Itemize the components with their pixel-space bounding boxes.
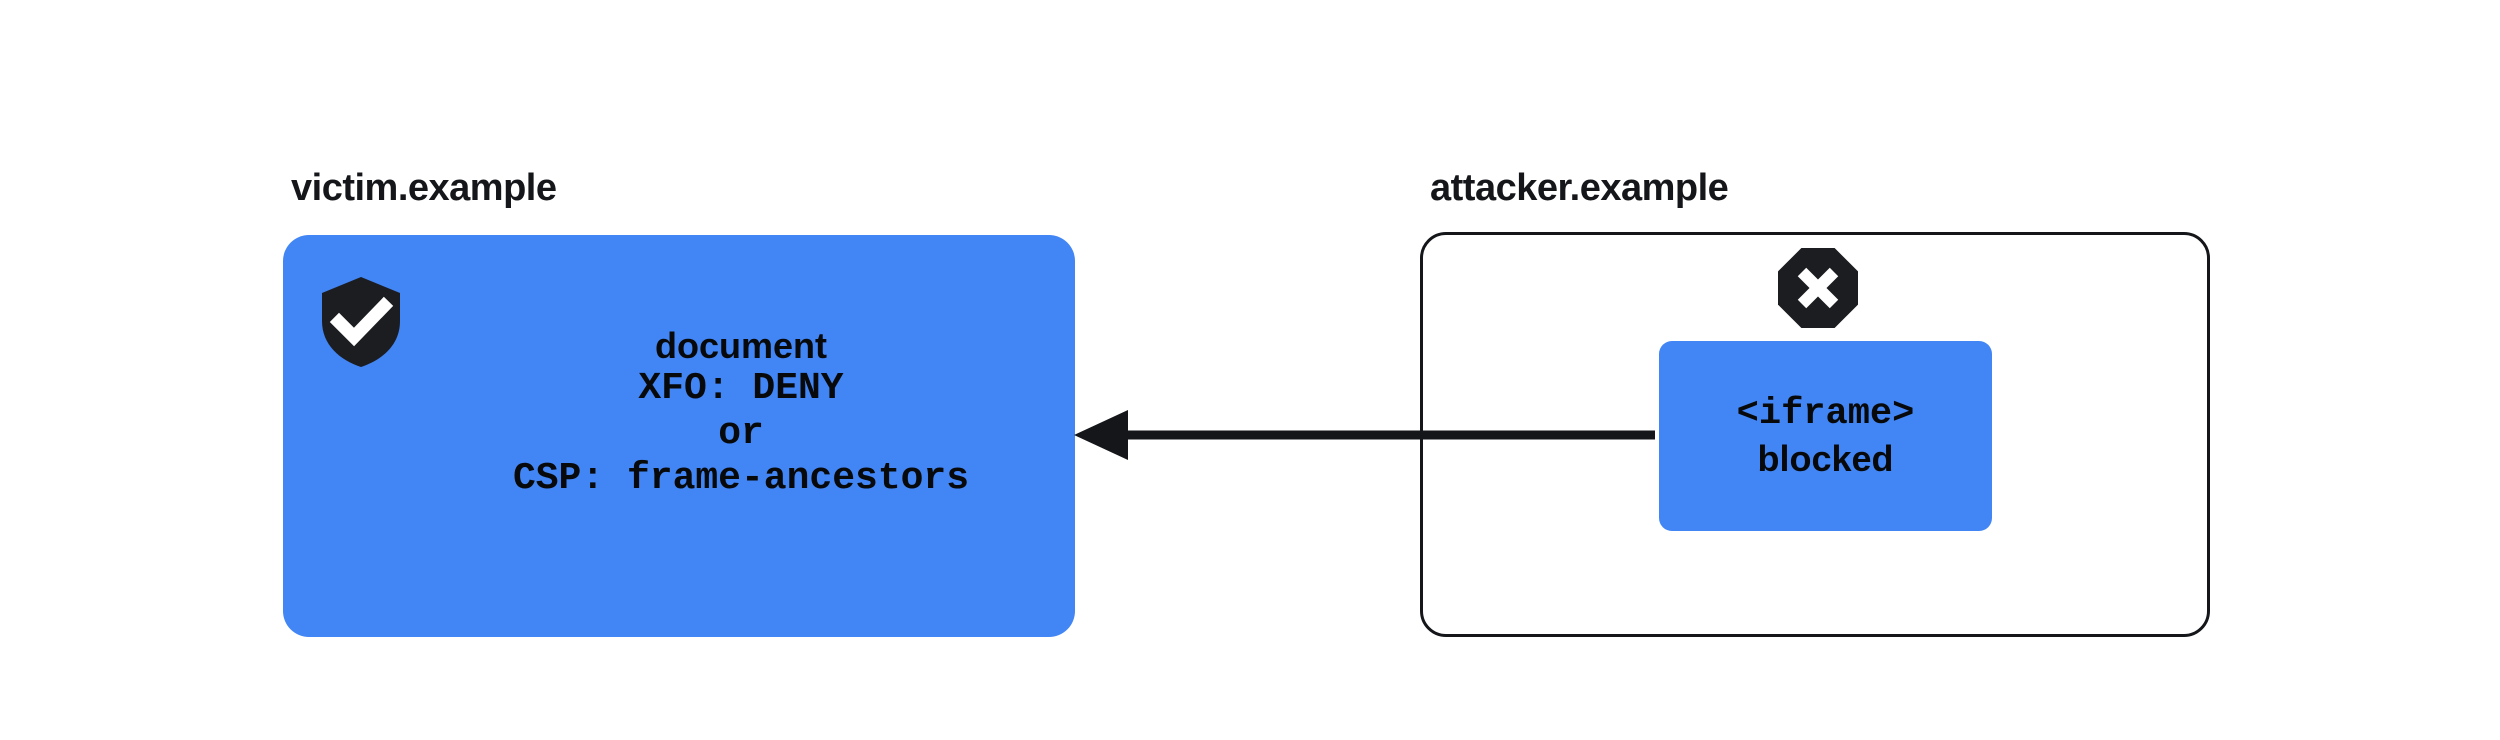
shield-check-icon	[322, 277, 400, 367]
blocked-iframe-box: <iframe> blocked	[1659, 341, 1992, 531]
iframe-line-1: blocked	[1757, 437, 1894, 479]
victim-line-1: XFO: DENY	[638, 367, 844, 411]
attacker-origin-label: attacker.example	[1430, 167, 1729, 209]
victim-policy-text: document XFO: DENY or CSP: frame-ancesto…	[431, 325, 1051, 502]
attacker-page-panel: <iframe> blocked	[1420, 232, 2210, 637]
iframe-line-0: <iframe>	[1736, 393, 1915, 436]
victim-origin-label: victim.example	[291, 167, 557, 209]
x-octagon-icon	[1778, 248, 1858, 328]
victim-line-0: document	[654, 325, 827, 366]
victim-document-panel: document XFO: DENY or CSP: frame-ancesto…	[283, 235, 1075, 637]
victim-line-2: or	[718, 412, 764, 456]
victim-line-3: CSP: frame-ancestors	[512, 457, 970, 501]
